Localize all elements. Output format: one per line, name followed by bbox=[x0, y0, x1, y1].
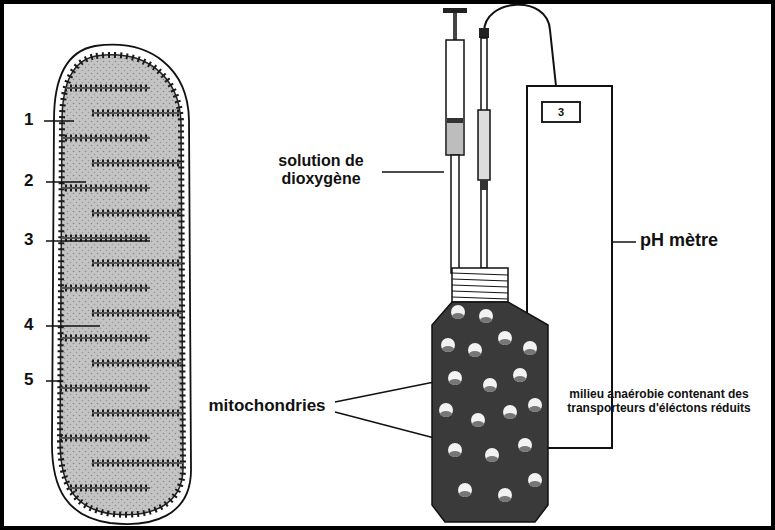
crista bbox=[60, 135, 150, 142]
mitochondrion-dot bbox=[448, 371, 462, 385]
mitochondrion-dot bbox=[523, 341, 537, 355]
mitochondrion-dot bbox=[451, 305, 465, 319]
mitochondrion bbox=[52, 45, 191, 524]
ph-display: 3 bbox=[541, 101, 581, 123]
crista bbox=[92, 460, 184, 467]
part-label: pH mètre bbox=[640, 230, 760, 251]
crista bbox=[60, 385, 150, 392]
cristae bbox=[60, 88, 184, 488]
crista-core bbox=[92, 462, 184, 464]
inner-membrane bbox=[60, 55, 183, 515]
crista bbox=[60, 185, 150, 192]
crista bbox=[92, 260, 184, 267]
mitochondrion-dot bbox=[439, 403, 453, 417]
mitochondrion-dot bbox=[498, 488, 512, 502]
crista bbox=[92, 110, 184, 117]
crista bbox=[92, 410, 184, 417]
crista-core bbox=[60, 487, 150, 489]
crista-core bbox=[60, 137, 150, 139]
part-label: milieu anaérobie contenant des transport… bbox=[552, 388, 766, 416]
part-label: solution de dioxygène bbox=[262, 152, 380, 189]
mitochondrion-dot bbox=[458, 483, 472, 497]
crista-core bbox=[92, 412, 184, 414]
mitochondrion-dot bbox=[441, 338, 455, 352]
mitochondrion-dot bbox=[528, 473, 542, 487]
mitochondrion-dot bbox=[483, 378, 497, 392]
crista bbox=[60, 285, 150, 292]
display-value: 3 bbox=[558, 106, 564, 118]
crista-core bbox=[60, 387, 150, 389]
crista bbox=[60, 485, 150, 492]
mitochondrion-dot bbox=[518, 438, 532, 452]
bottle bbox=[432, 268, 548, 522]
crista-core bbox=[60, 287, 150, 289]
part-label: mitochondries bbox=[200, 396, 334, 416]
crista bbox=[92, 160, 184, 167]
callout-number: 4 bbox=[24, 315, 46, 335]
crista-core bbox=[92, 312, 184, 314]
callout-number: 1 bbox=[24, 110, 46, 130]
crista bbox=[92, 210, 184, 217]
mitochondrion-dot bbox=[468, 343, 482, 357]
mitochondrion-dot bbox=[448, 443, 462, 457]
outer-membrane bbox=[52, 45, 191, 524]
crista-core bbox=[92, 162, 184, 164]
mitochondrion-dot bbox=[528, 398, 542, 412]
crista-core bbox=[60, 337, 150, 339]
crista-core bbox=[60, 237, 150, 239]
crista-core bbox=[92, 212, 184, 214]
crista bbox=[92, 360, 184, 367]
crista-core bbox=[60, 87, 150, 89]
callout-number: 3 bbox=[24, 230, 46, 250]
crista bbox=[60, 435, 150, 442]
callout-number: 5 bbox=[24, 370, 46, 390]
crista bbox=[60, 335, 150, 342]
callout-number: 2 bbox=[24, 171, 46, 191]
crista-core bbox=[92, 112, 184, 114]
mitochondrion-dot bbox=[503, 405, 517, 419]
crista bbox=[92, 310, 184, 317]
mitochondrion-dot bbox=[471, 413, 485, 427]
mitochondrion-dot bbox=[513, 368, 527, 382]
mitochondrion-dot bbox=[485, 448, 499, 462]
crista bbox=[60, 85, 150, 92]
mitochondrion-dot bbox=[479, 309, 493, 323]
syringe bbox=[443, 8, 467, 273]
crista-core bbox=[60, 187, 150, 189]
crista-core bbox=[92, 262, 184, 264]
mitochondrion-dot bbox=[498, 331, 512, 345]
crista-core bbox=[92, 362, 184, 364]
crista-core bbox=[60, 437, 150, 439]
particles bbox=[60, 55, 183, 515]
